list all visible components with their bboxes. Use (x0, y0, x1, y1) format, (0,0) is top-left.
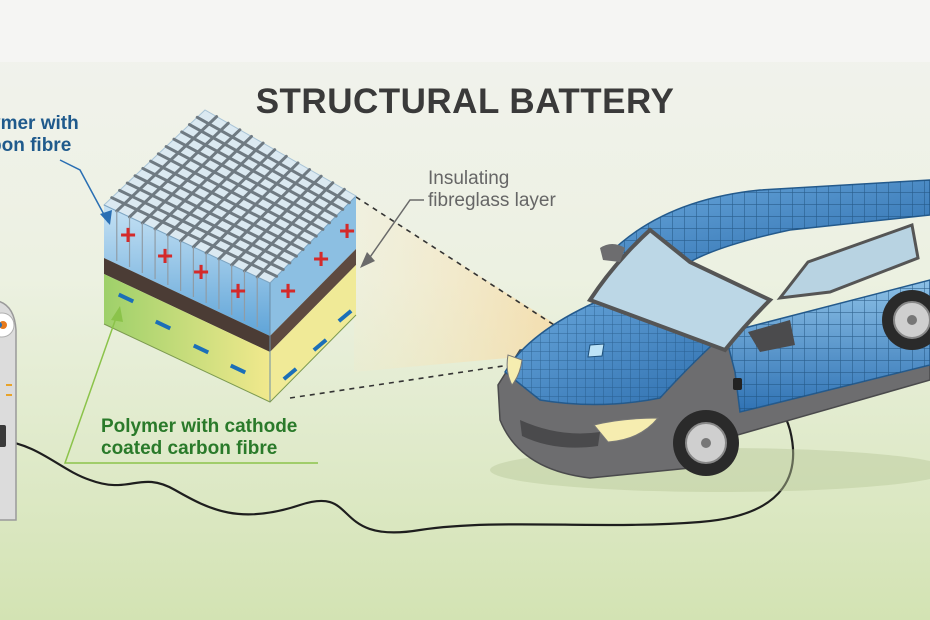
insulating-leader-line (367, 199, 424, 261)
carbon-fibre-strand (195, 115, 351, 205)
cathode-label-line-1: Polymer with cathode (101, 416, 298, 437)
carbon-fibre-strand (180, 130, 338, 218)
cathode-label-line-2: coated carbon fibre (101, 438, 278, 460)
carbon-fibre-strand (133, 174, 298, 258)
diagram-title: STRUCTURAL BATTERY (255, 82, 675, 121)
anode-label-line-2: bon fibre (0, 135, 72, 157)
insulating-arrowhead (360, 252, 375, 268)
carbon-fibre-strand (141, 166, 305, 252)
carbon-fibre-strand (166, 141, 265, 237)
anode-fibre-label: ymer with bon fibre (0, 113, 79, 157)
charging-cable-icon (0, 386, 795, 534)
positive-marker: + (339, 215, 355, 246)
zoom-light-beam (354, 196, 596, 372)
carbon-fibre-strand (255, 187, 346, 279)
insulating-label-line-1: Insulating (428, 168, 510, 189)
carbon-fibre-strand (156, 152, 318, 238)
electric-car-icon (490, 179, 930, 492)
negative-marker (312, 338, 328, 352)
carbon-fibre-strand (187, 123, 345, 211)
carbon-fibre-strand (153, 134, 253, 231)
cathode-arrowhead (111, 306, 123, 322)
carbon-fibre-strand (172, 137, 332, 225)
carbon-fibre-strand (191, 154, 288, 249)
zoom-line-lower (289, 351, 597, 399)
carbon-fibre-strand (230, 174, 323, 267)
carbon-fibre-strand (242, 181, 335, 273)
positive-marker: + (157, 240, 173, 271)
anode-arrowhead (100, 210, 112, 225)
insulating-layer-label: Insulating fibreglass layer (428, 168, 556, 212)
carbon-fibre-strand (110, 196, 279, 278)
carbon-fibre-strand (217, 168, 312, 261)
carbon-fibre-strand (125, 181, 292, 265)
carbon-fibre-strand (140, 128, 242, 225)
positive-marker: + (230, 275, 246, 306)
insulating-label-line-2: fibreglass layer (428, 190, 556, 212)
positive-marker: + (193, 256, 209, 287)
carbon-fibre-strand (118, 188, 285, 272)
cathode-fibre-label: Polymer with cathode coated carbon fibre (101, 416, 297, 460)
carbon-fibre-strand (204, 161, 300, 255)
top-band (0, 0, 930, 62)
carbon-fibre-strand (115, 115, 219, 213)
anode-leader-line (59, 159, 109, 223)
positive-marker: + (313, 243, 329, 274)
cathode-leader-line (63, 317, 318, 464)
negative-marker (337, 309, 353, 323)
carbon-fibre-strand (164, 145, 325, 231)
positive-marker: + (280, 275, 296, 306)
carbon-fibre-strand (128, 121, 230, 219)
negative-marker (154, 319, 172, 331)
carbon-fibre-strand (179, 148, 277, 243)
battery-block-icon: + + + + + + + (103, 109, 357, 403)
negative-marker (117, 292, 135, 304)
negative-marker (192, 343, 210, 355)
zoom-line-upper (355, 196, 597, 353)
positive-marker: + (120, 219, 136, 250)
negative-marker (282, 367, 298, 381)
anode-label-line-1: ymer with (0, 113, 79, 134)
charging-station-icon (0, 300, 17, 521)
carbon-fibre-strand (149, 159, 312, 245)
negative-marker (229, 363, 247, 375)
